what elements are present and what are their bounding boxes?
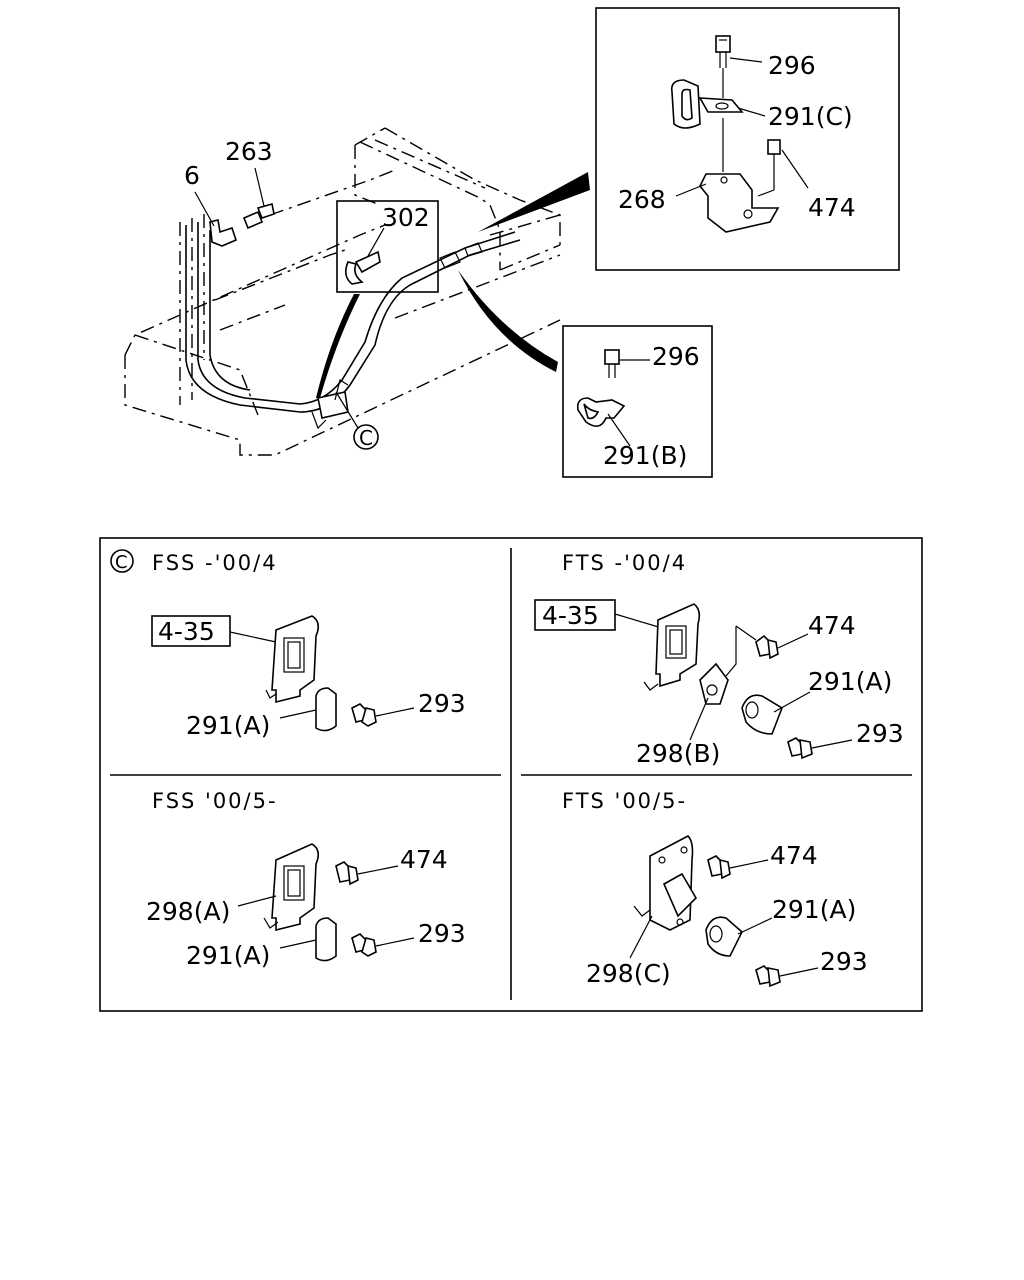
panel3-label-474: 474 [400,845,448,874]
panel4-label-293: 293 [820,947,868,976]
panel4-label-474: 474 [770,841,818,870]
frame-assembly [124,127,561,456]
callout-6: 6 [184,161,200,190]
panel3-parts [237,843,415,962]
panel3-label-293: 293 [418,919,466,948]
pointer-wedge-lower [458,270,558,372]
panel2-ref: 4-35 [542,601,599,630]
panel2-label-474: 474 [808,611,856,640]
pointer-wedge-upper [478,172,590,232]
panel1-label-293: 293 [418,689,466,718]
panel2-caption: FTS -'00/4 [562,551,687,575]
inset-lower-291b: 291(B) [603,441,687,470]
panel2-ref-box [534,599,616,631]
callout-302: 302 [382,203,430,232]
panel1-parts [229,615,415,732]
panel1-label-291a: 291(A) [186,711,270,740]
callout-c-circle [353,424,379,450]
panel1-ref: 4-35 [158,617,215,646]
inset-upper [595,7,900,271]
detail-c-circle [110,549,134,573]
panel2-parts [614,603,853,760]
inset-upper-296: 296 [768,51,816,80]
panel3-label-291a: 291(A) [186,941,270,970]
panel2-label-293: 293 [856,719,904,748]
inset-lower-296: 296 [652,342,700,371]
detail-box [99,537,923,1012]
pointer-wedge-302 [316,294,360,398]
callout-302-box [336,200,439,293]
callout-c: C [359,426,373,450]
panel4-label-291a: 291(A) [772,895,856,924]
panel1-caption: FSS -'00/4 [152,551,278,575]
inset-upper-291c: 291(C) [768,102,853,131]
panel2-label-291a: 291(A) [808,667,892,696]
panel3-label-298a: 298(A) [146,897,230,926]
inset-upper-474: 474 [808,193,856,222]
detail-c: C [115,552,128,573]
panel1-ref-box [151,615,231,647]
panel3-caption: FSS '00/5- [152,789,278,813]
panel4-caption: FTS '00/5- [562,789,687,813]
callout-263: 263 [225,137,273,166]
panel2-label-298b: 298(B) [636,739,720,768]
top-leaders [194,167,590,429]
panel4-label-298c: 298(C) [586,959,671,988]
inset-upper-268: 268 [618,185,666,214]
inset-lower [562,325,713,478]
panel4-parts [629,835,819,988]
